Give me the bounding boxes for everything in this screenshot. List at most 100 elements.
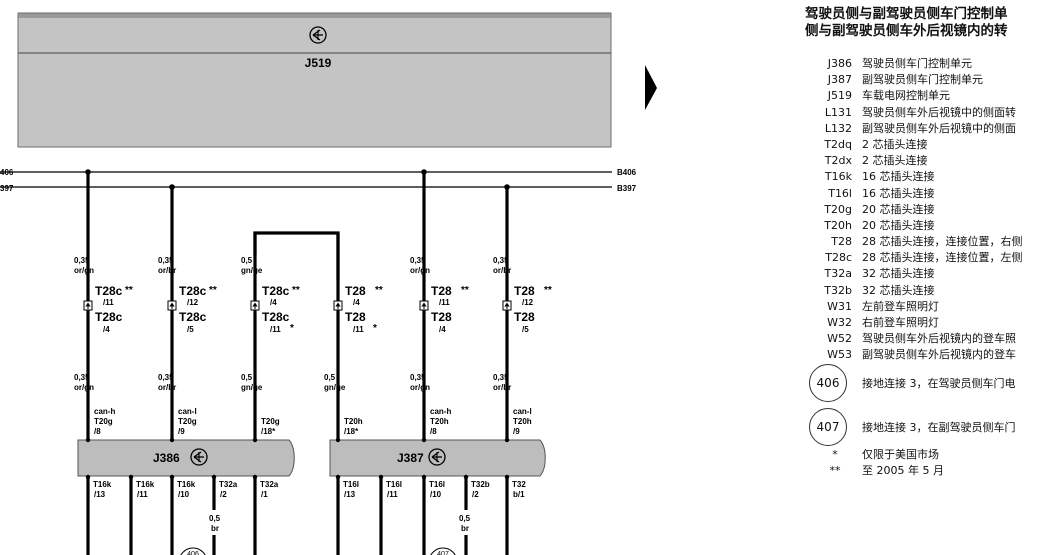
bottom-pins: T16k/13T16k/11T16k/10T32a/2T32a/1T16l/13…	[85, 474, 526, 555]
connector-arrow-icon[interactable]	[167, 300, 177, 311]
pin-number: /13	[344, 490, 356, 499]
ground-symbol-icon	[190, 448, 208, 466]
connector-upper-suffix: **	[292, 285, 300, 296]
pin-number: /10	[430, 490, 442, 499]
module-pin-dot	[169, 437, 175, 443]
pin-number: /11	[387, 490, 398, 499]
legend-desc: 28 芯插头连接，连接位置，左侧	[862, 251, 1023, 265]
pin-connector: T16l	[343, 480, 359, 489]
ground-connection-partial	[430, 547, 456, 555]
wire-5: 0,35or/gnT28**/11T28/40,35or/gncan-hT20h…	[410, 169, 469, 443]
connector-upper-pin: /4	[353, 298, 360, 307]
terminal-pin: /9	[178, 427, 185, 436]
legend-note: *仅限于美国市场	[818, 446, 939, 462]
wire-size-lower: 0,5	[241, 373, 253, 382]
wire-size-upper: 0,35	[493, 256, 509, 265]
legend-desc: 32 芯插头连接	[862, 267, 935, 281]
junction-dot	[421, 169, 427, 175]
bottom-pin-2: T16k/11	[128, 474, 155, 555]
wire-color-lower: or/gn	[410, 383, 430, 392]
wire-size-upper: 0,35	[158, 256, 174, 265]
ground-connection-partial	[180, 547, 206, 555]
legend-code: J519	[827, 89, 852, 103]
legend-desc: 驾驶员侧车门控制单元	[862, 57, 972, 70]
module-j386-box[interactable]	[77, 439, 295, 477]
connector-arrow-icon[interactable]	[333, 300, 343, 311]
wire-size-upper: 0,5	[241, 256, 253, 265]
legend-desc: 2 芯插头连接	[862, 137, 928, 151]
connector-arrow-icon[interactable]	[250, 300, 260, 311]
connector-upper-suffix: **	[544, 285, 552, 296]
legend-code: T16k	[824, 170, 852, 184]
module-pin-dot	[169, 474, 175, 480]
module-pin-dot	[128, 474, 134, 480]
module-pin-dot	[252, 474, 258, 480]
title-line-1: 驾驶员侧与副驾驶员侧车门控制单	[805, 6, 1008, 22]
legend-ground-desc: 接地连接 3，在副驾驶员侧车门	[862, 421, 1016, 434]
wire-size-lower: 0,35	[493, 373, 509, 382]
wire-size-lower: 0,35	[74, 373, 90, 382]
terminal-pin: /8	[430, 427, 437, 436]
connector-upper-suffix: **	[461, 285, 469, 296]
wire-size-upper: 0,35	[74, 256, 90, 265]
legend-note: **至 2005 年 5 月	[818, 462, 944, 478]
module-pin-dot	[421, 437, 427, 443]
note-mark: *	[832, 448, 838, 461]
ground-number-badge: 407	[809, 408, 847, 446]
connector-lower-pin: /4	[103, 325, 110, 334]
connector-lower-suffix: *	[290, 323, 294, 334]
wire-color-lower: or/gn	[74, 383, 94, 392]
legend-code: L131	[824, 105, 852, 119]
connector-upper-suffix: **	[125, 285, 133, 296]
junction-dot	[169, 184, 175, 190]
legend-row: T32a 32 芯插头连接	[818, 266, 1023, 282]
pin-connector: T16k	[136, 480, 155, 489]
module-pin-dot	[335, 437, 341, 443]
module-j519-box[interactable]	[18, 13, 611, 147]
connector-lower-pin: /5	[187, 325, 194, 334]
diagram-static: J519 406 397 B406 B397 J386 J387	[0, 12, 657, 555]
connector-lower-pin: /11	[270, 325, 281, 334]
wire-6: 0,35or/brT28**/12T28/50,35or/brcan-lT20h…	[493, 184, 552, 443]
connector-upper-pin: /12	[522, 298, 534, 307]
wire-color-lower: or/br	[158, 383, 176, 392]
connector-upper-pin: /4	[270, 298, 277, 307]
terminal-connector: T20g	[94, 417, 113, 426]
gn-ge-bridge-wire	[253, 231, 340, 280]
pin-number: /13	[94, 490, 106, 499]
bottom-pin-9: T32b/2	[463, 474, 490, 555]
connector-upper-pin: /11	[439, 298, 450, 307]
legend-desc: 16 芯插头连接	[862, 186, 935, 200]
bus-label-left-406: 406	[0, 168, 14, 177]
connector-arrow-icon[interactable]	[502, 300, 512, 311]
branch-wire-size: 0,5	[459, 514, 471, 523]
connector-arrow-icon[interactable]	[419, 300, 429, 311]
wire-color-upper: gn/ge	[241, 266, 263, 275]
branch-wire-size: 0,5	[209, 514, 221, 523]
connector-lower-id: T28c	[262, 310, 290, 324]
legend-desc: 驾驶员侧车外后视镜内的登车照	[862, 332, 1016, 346]
connector-lower-id: T28	[514, 310, 535, 324]
pin-number: /11	[137, 490, 148, 499]
legend-code: T28	[831, 235, 852, 249]
wire-color-upper: or/br	[158, 266, 176, 275]
pin-number: /2	[472, 490, 479, 499]
pin-connector: T16k	[93, 480, 112, 489]
connector-upper-id: T28c	[262, 284, 290, 298]
title-line-2: 侧与副驾驶员侧车外后视镜内的转	[805, 23, 1008, 39]
branch-wire-color: br	[211, 524, 219, 533]
legend-code: T32a	[824, 267, 852, 281]
connector-arrow-icon[interactable]	[83, 300, 93, 311]
wire-color-lower: gn/ge	[324, 383, 346, 392]
module-pin-dot	[335, 474, 341, 480]
connector-upper-suffix: **	[209, 285, 217, 296]
wire-size-lower: 0,5	[324, 373, 336, 382]
note-mark: **	[829, 464, 841, 477]
module-j387-box[interactable]	[329, 439, 546, 477]
connector-upper-id: T28c	[95, 284, 123, 298]
connector-lower-id: T28c	[179, 310, 207, 324]
